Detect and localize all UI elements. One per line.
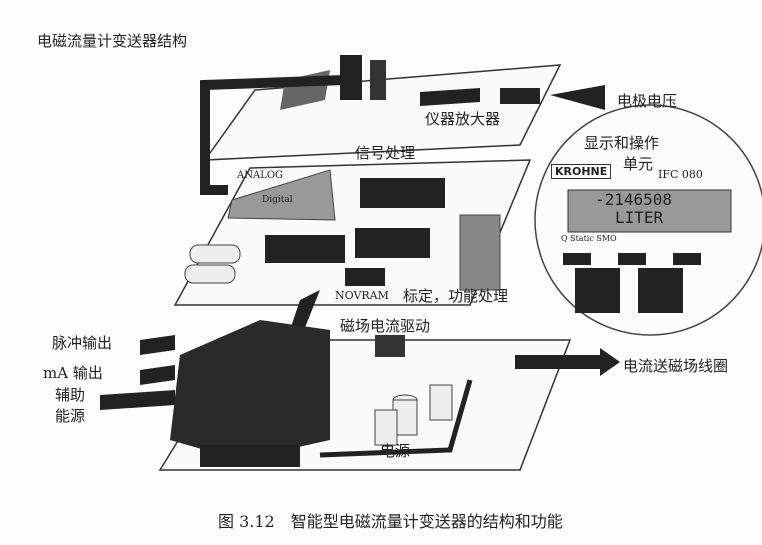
chip bbox=[375, 335, 405, 357]
lcd-status: Q Static SMO bbox=[561, 234, 617, 243]
label-signal-processing: 信号处理 bbox=[355, 144, 416, 162]
novram-label: NOVRAM bbox=[335, 289, 389, 302]
label-amplifier: 仪器放大器 bbox=[425, 110, 501, 128]
label-calibration: 标定，功能处理 bbox=[403, 287, 509, 305]
transformer bbox=[170, 320, 330, 460]
key-button[interactable] bbox=[618, 253, 646, 265]
capacitor bbox=[429, 384, 453, 421]
processor-chip bbox=[360, 178, 445, 208]
signal-arrow-icon bbox=[200, 75, 346, 195]
label-field-current-drive: 磁场电流驱动 bbox=[340, 317, 431, 335]
novram-chip bbox=[345, 268, 385, 286]
arrow-left-icon bbox=[140, 335, 175, 355]
key-button[interactable] bbox=[673, 253, 701, 265]
arrow-right-icon bbox=[545, 348, 620, 376]
label-display-unit-2: 单元 bbox=[623, 155, 654, 173]
label-display-unit: 显示和操作 bbox=[584, 134, 660, 152]
label-power-supply: 电源 bbox=[380, 442, 411, 460]
arrow-icon bbox=[550, 85, 605, 110]
chip bbox=[638, 268, 683, 313]
connector bbox=[500, 88, 540, 104]
brand-logo: KROHNE bbox=[551, 164, 612, 179]
chip bbox=[340, 55, 362, 100]
lcd-value: -2146508 bbox=[595, 190, 673, 209]
arrow-right-icon bbox=[100, 390, 175, 410]
diagram-title: 电磁流量计变送器结构 bbox=[37, 32, 188, 50]
chip bbox=[265, 235, 345, 263]
label-electrode-voltage: 电极电压 bbox=[617, 92, 678, 110]
connector bbox=[515, 355, 545, 369]
chip bbox=[575, 268, 620, 313]
label-aux-power-2: 能源 bbox=[55, 407, 86, 425]
analog-label: ANALOG bbox=[237, 170, 284, 181]
capacitor bbox=[374, 409, 398, 446]
label-pulse-output: 脉冲输出 bbox=[52, 334, 113, 352]
digital-label: Digital bbox=[262, 195, 293, 205]
terminal-block bbox=[200, 445, 300, 467]
label-ma-output: mA 输出 bbox=[43, 364, 103, 382]
connector-block bbox=[459, 214, 501, 291]
figure-caption: 图 3.12 智能型电磁流量计变送器的结构和功能 bbox=[218, 512, 563, 531]
capacitor bbox=[184, 264, 236, 284]
chip bbox=[370, 60, 386, 100]
label-aux-power: 辅助 bbox=[55, 386, 86, 404]
lcd-screen bbox=[567, 189, 732, 233]
chip bbox=[355, 228, 430, 258]
model-label: IFC 080 bbox=[658, 168, 703, 181]
key-button[interactable] bbox=[563, 253, 591, 265]
label-current-to-coil: 电流送磁场线圈 bbox=[623, 357, 729, 375]
arrow-icon bbox=[420, 88, 480, 106]
adc-chip bbox=[227, 169, 336, 221]
lcd-unit: LITER bbox=[615, 208, 664, 227]
power-line bbox=[319, 379, 473, 458]
arrow-left-icon bbox=[140, 365, 175, 385]
capacitor bbox=[189, 244, 241, 264]
